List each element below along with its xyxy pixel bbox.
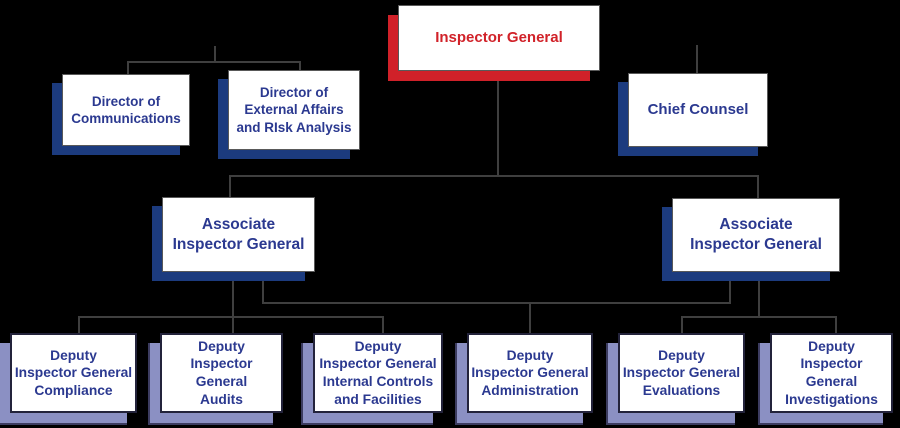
connector-drop-internal-controls (382, 316, 384, 333)
node-inspector-general-label: Inspector General (435, 29, 563, 47)
node-deputy-administration-label: Deputy Inspector General Administration (471, 347, 589, 398)
node-associate-inspector-general-left: Associate Inspector General (162, 197, 315, 272)
connector-associate-left-center-drop (232, 271, 234, 333)
node-deputy-investigations: Deputy Inspector General Investigations (770, 333, 893, 413)
connector-drop-evaluations (681, 316, 683, 333)
node-deputy-evaluations-label: Deputy Inspector General Evaluations (622, 347, 741, 398)
connector-shared-horizontal (262, 302, 731, 304)
connector-associate-right-center-drop (758, 271, 760, 318)
connector-associates-horizontal (229, 175, 759, 177)
node-director-communications-label: Director of Communications (71, 93, 181, 126)
connector-drop-associate-left (229, 175, 231, 198)
connector-left-deputies-horizontal (78, 316, 384, 318)
node-deputy-audits: Deputy Inspector General Audits (160, 333, 283, 413)
connector-drop-associate-right (757, 175, 759, 199)
node-director-external-affairs-label: Director of External Affairs and RIsk An… (236, 85, 352, 135)
connector-drop-communications (127, 61, 129, 75)
connector-associate-right-shared-stub (729, 271, 731, 304)
connector-drop-administration (529, 302, 531, 333)
connector-ig-drop (497, 70, 499, 177)
node-deputy-compliance-label: Deputy Inspector General Compliance (14, 347, 133, 398)
node-deputy-internal-controls: Deputy Inspector General Internal Contro… (313, 333, 443, 413)
connector-drop-compliance (78, 316, 80, 333)
node-director-communications: Director of Communications (62, 74, 190, 146)
connector-drop-investigations (835, 316, 837, 333)
node-deputy-evaluations: Deputy Inspector General Evaluations (618, 333, 745, 413)
node-chief-counsel: Chief Counsel (628, 73, 768, 147)
connector-associate-left-shared-stub (262, 271, 264, 304)
node-director-external-affairs: Director of External Affairs and RIsk An… (228, 70, 360, 150)
connector-drop-external-affairs (299, 61, 301, 72)
connector-directors-horizontal (127, 61, 301, 63)
node-deputy-audits-label: Deputy Inspector General Audits (190, 338, 253, 407)
node-associate-right-label: Associate Inspector General (690, 216, 822, 253)
node-deputy-internal-controls-label: Deputy Inspector General Internal Contro… (319, 338, 437, 407)
node-associate-inspector-general-right: Associate Inspector General (672, 198, 840, 272)
connector-right-deputies-horizontal (681, 316, 837, 318)
node-associate-left-label: Associate Inspector General (172, 215, 305, 253)
node-deputy-investigations-label: Deputy Inspector General Investigations (785, 338, 878, 407)
connector-directors-parent-stub (214, 46, 216, 63)
connector-chief-counsel-stub (696, 45, 698, 74)
node-deputy-compliance: Deputy Inspector General Compliance (10, 333, 137, 413)
node-chief-counsel-label: Chief Counsel (647, 101, 749, 119)
node-inspector-general: Inspector General (398, 5, 600, 71)
node-deputy-administration: Deputy Inspector General Administration (467, 333, 593, 413)
